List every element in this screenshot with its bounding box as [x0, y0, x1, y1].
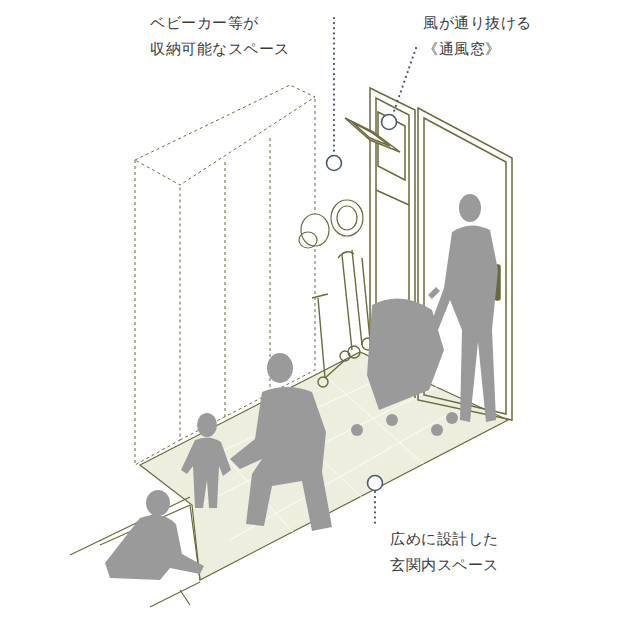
callout-markers — [327, 115, 397, 491]
people — [105, 194, 498, 580]
leader-lines — [334, 18, 416, 525]
folded-stroller — [312, 250, 374, 387]
vent-window — [345, 112, 405, 180]
wall-items — [299, 200, 363, 248]
floor — [140, 352, 508, 580]
callout-label: 広めに設計した 玄関内スペース — [390, 526, 499, 579]
callout-label: 風が通り抜ける 《通風窓》 — [423, 10, 532, 63]
callout-label: ベビーカー等が 収納可能なスペース — [150, 10, 290, 63]
